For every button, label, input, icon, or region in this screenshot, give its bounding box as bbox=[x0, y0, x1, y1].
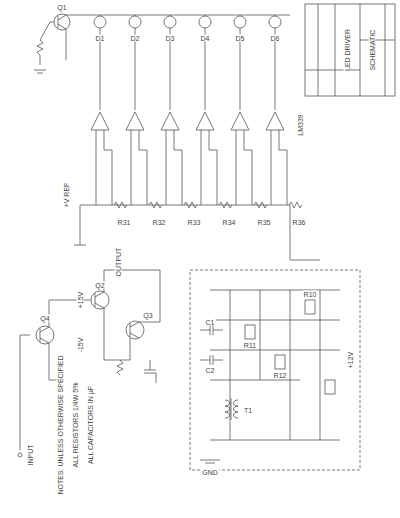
schematic-label: C1 bbox=[205, 319, 216, 326]
schematic-label: R36 bbox=[292, 219, 307, 226]
schematic-label: D2 bbox=[130, 35, 141, 42]
title-block bbox=[305, 4, 395, 96]
schematic-label: ALL RESISTORS 1/4W 5% bbox=[72, 382, 79, 469]
schematic-label: +V REF bbox=[63, 182, 70, 209]
schematic-label: R10 bbox=[303, 291, 318, 298]
transformer-symbol bbox=[225, 400, 238, 418]
schematic-label: LED DRIVER bbox=[344, 28, 351, 72]
schematic-label: R34 bbox=[222, 219, 237, 226]
schematic-label: R12 bbox=[273, 372, 288, 379]
capacitor-symbol bbox=[200, 325, 223, 335]
schematic-label: D5 bbox=[235, 35, 246, 42]
capacitor-symbol bbox=[200, 355, 223, 365]
schematic-label: LM339 bbox=[297, 113, 304, 136]
comparator-symbol bbox=[231, 15, 252, 205]
resistor-symbol bbox=[289, 202, 302, 208]
schematic-label: D3 bbox=[165, 35, 176, 42]
transistor-symbol bbox=[91, 291, 109, 309]
schematic-label: OUTPUT bbox=[115, 247, 122, 278]
schematic-label: R32 bbox=[152, 219, 167, 226]
led-symbol bbox=[94, 16, 106, 28]
schematic-label: +15V bbox=[77, 291, 84, 310]
schematic-label: Q4 bbox=[39, 315, 50, 322]
led-symbol bbox=[199, 16, 211, 28]
led-symbol bbox=[269, 16, 281, 28]
schematic-label: T1 bbox=[243, 407, 253, 414]
schematic-label: +12V bbox=[347, 351, 354, 370]
transistor-symbol bbox=[36, 326, 54, 344]
schematic-label: R31 bbox=[117, 219, 132, 226]
comparator-symbol bbox=[196, 15, 217, 205]
resistor-symbol bbox=[37, 40, 43, 65]
resistor-symbol bbox=[117, 360, 123, 375]
schematic-label: R35 bbox=[257, 219, 272, 226]
led-symbol bbox=[234, 16, 246, 28]
comparator-symbol bbox=[161, 15, 182, 205]
schematic-label: D1 bbox=[95, 35, 106, 42]
schematic-label: GND bbox=[201, 469, 219, 476]
led-symbol bbox=[164, 16, 176, 28]
schematic-label: -15V bbox=[77, 337, 84, 354]
schematic-label: R11 bbox=[243, 342, 257, 349]
comparator-symbol bbox=[91, 15, 112, 205]
schematic-label: NOTES: UNLESS OTHERWISE SPECIFIED bbox=[57, 354, 64, 495]
comparator-symbol bbox=[126, 15, 147, 205]
led-symbol bbox=[129, 16, 141, 28]
comparator-symbol bbox=[266, 15, 287, 205]
schematic-label: Q3 bbox=[142, 312, 153, 319]
transistor-symbol bbox=[54, 14, 70, 30]
schematic-label: SCHEMATIC bbox=[369, 29, 376, 72]
schematic-label: ALL CAPACITORS IN µF bbox=[87, 385, 94, 465]
transistor-symbol bbox=[126, 321, 144, 339]
schematic-label: INPUT bbox=[27, 444, 34, 467]
schematic-label: Q1 bbox=[56, 3, 67, 10]
schematic-label: R33 bbox=[187, 219, 202, 226]
schematic-label: Q2 bbox=[94, 282, 105, 289]
schematic-label: D6 bbox=[270, 35, 281, 42]
schematic-label: C2 bbox=[205, 367, 216, 374]
board-outline bbox=[190, 270, 360, 470]
schematic-label: D4 bbox=[200, 35, 211, 42]
